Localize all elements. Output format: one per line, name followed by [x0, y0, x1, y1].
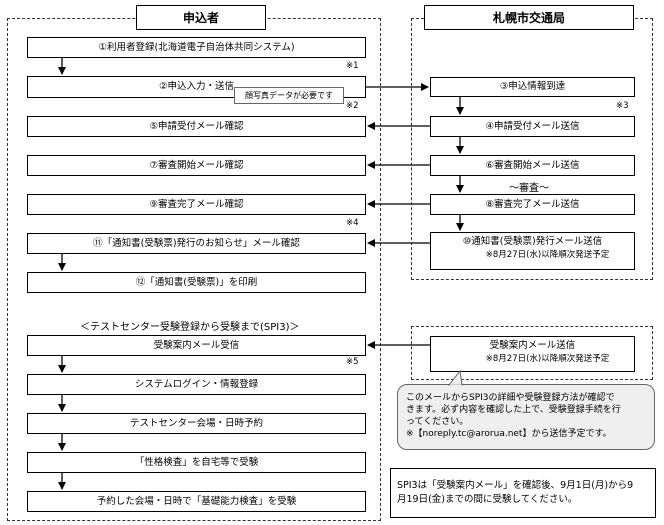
spi-step-mail-receive: 受験案内メール受信: [27, 335, 366, 356]
ref-4: ※4: [346, 218, 359, 228]
step-7-review-start-mail-check: ⑦審査開始メール確認: [27, 155, 366, 176]
step-9-review-complete-mail-check: ⑨審査完了メール確認: [27, 194, 366, 215]
ref-3: ※3: [616, 101, 629, 111]
ref-5: ※5: [346, 357, 359, 367]
info-line: 月19日(金)までの間に受験してください。: [397, 493, 578, 505]
step-8-review-complete-mail-send: ⑧審査完了メール送信: [430, 194, 635, 215]
spi-section-title: ＜テストセンター受験登録から受験まで(SPI3)＞: [80, 322, 300, 333]
spi-mail-bubble: このメールからSPI3の詳細や受験登録方法が確認で きます。必ず内容を確認した上…: [397, 384, 655, 450]
spi-mail-send-title: 受験案内メール送信: [489, 340, 576, 351]
step-11-notice-mail-check: ⑪「通知書(受験票)発行のお知らせ」メール確認: [27, 233, 366, 254]
spi-step-login-register: システムログイン・情報登録: [27, 374, 366, 395]
ref-1: ※1: [346, 61, 359, 71]
step-6-review-start-mail-send: ⑥審査開始メール送信: [430, 155, 635, 176]
spi-mail-send-schedule: ※8月27日(水)以降順次発送予定: [485, 353, 610, 364]
step-10-notice-mail-send: ⑩通知書(受験票)発行メール送信 ※8月27日(水)以降順次発送予定: [430, 232, 635, 270]
step-12-print-notice: ⑫「通知書(受験票)」を印刷: [27, 272, 366, 293]
step-3-application-arrival: ③申込情報到達: [430, 77, 635, 97]
bubble-line: ってください。: [406, 417, 469, 428]
info-line: SPI3は「受験案内メール」を確認後、9月1日(月)から9: [397, 480, 634, 491]
spi-mail-send: 受験案内メール送信 ※8月27日(水)以降順次発送予定: [430, 336, 635, 372]
spi-step-ability-test: 予約した会場・日時で「基礎能力検査」を受験: [27, 491, 366, 512]
bubble-line: このメールからSPI3の詳細や受験登録方法が確認で: [406, 393, 615, 403]
step-5-receipt-mail-check: ⑤申請受付メール確認: [27, 116, 366, 137]
bubble-line: ※【noreply.tc@arorua.net】から送信予定です。: [406, 429, 612, 440]
bubble-line: きます。必ず内容を確認した上で、受験登録手続を行: [406, 405, 621, 416]
applicant-header: 申込者: [136, 5, 266, 30]
photo-required-callout: 顔写真データが必要です: [234, 87, 344, 104]
spi-bureau-lane: [411, 326, 653, 380]
step-1-user-registration: ①利用者登録(北海道電子自治体共同システム): [27, 37, 366, 58]
step-10-schedule: ※8月27日(水)以降順次発送予定: [485, 249, 610, 260]
bubble-tail: [447, 369, 463, 386]
spi-deadline-info: SPI3は「受験案内メール」を確認後、9月1日(月)から9 月19日(金)までの…: [390, 468, 656, 518]
spi-step-venue-reservation: テストセンター会場・日時予約: [27, 413, 366, 434]
step-4-receipt-mail-send: ④申請受付メール送信: [430, 116, 635, 137]
spi-step-personality-test: 「性格検査」を自宅等で受験: [27, 452, 366, 473]
review-label: ～審査～: [509, 183, 549, 194]
ref-2: ※2: [346, 101, 359, 111]
step-10-title: ⑩通知書(受験票)発行メール送信: [462, 236, 603, 247]
bureau-header: 札幌市交通局: [424, 5, 634, 30]
